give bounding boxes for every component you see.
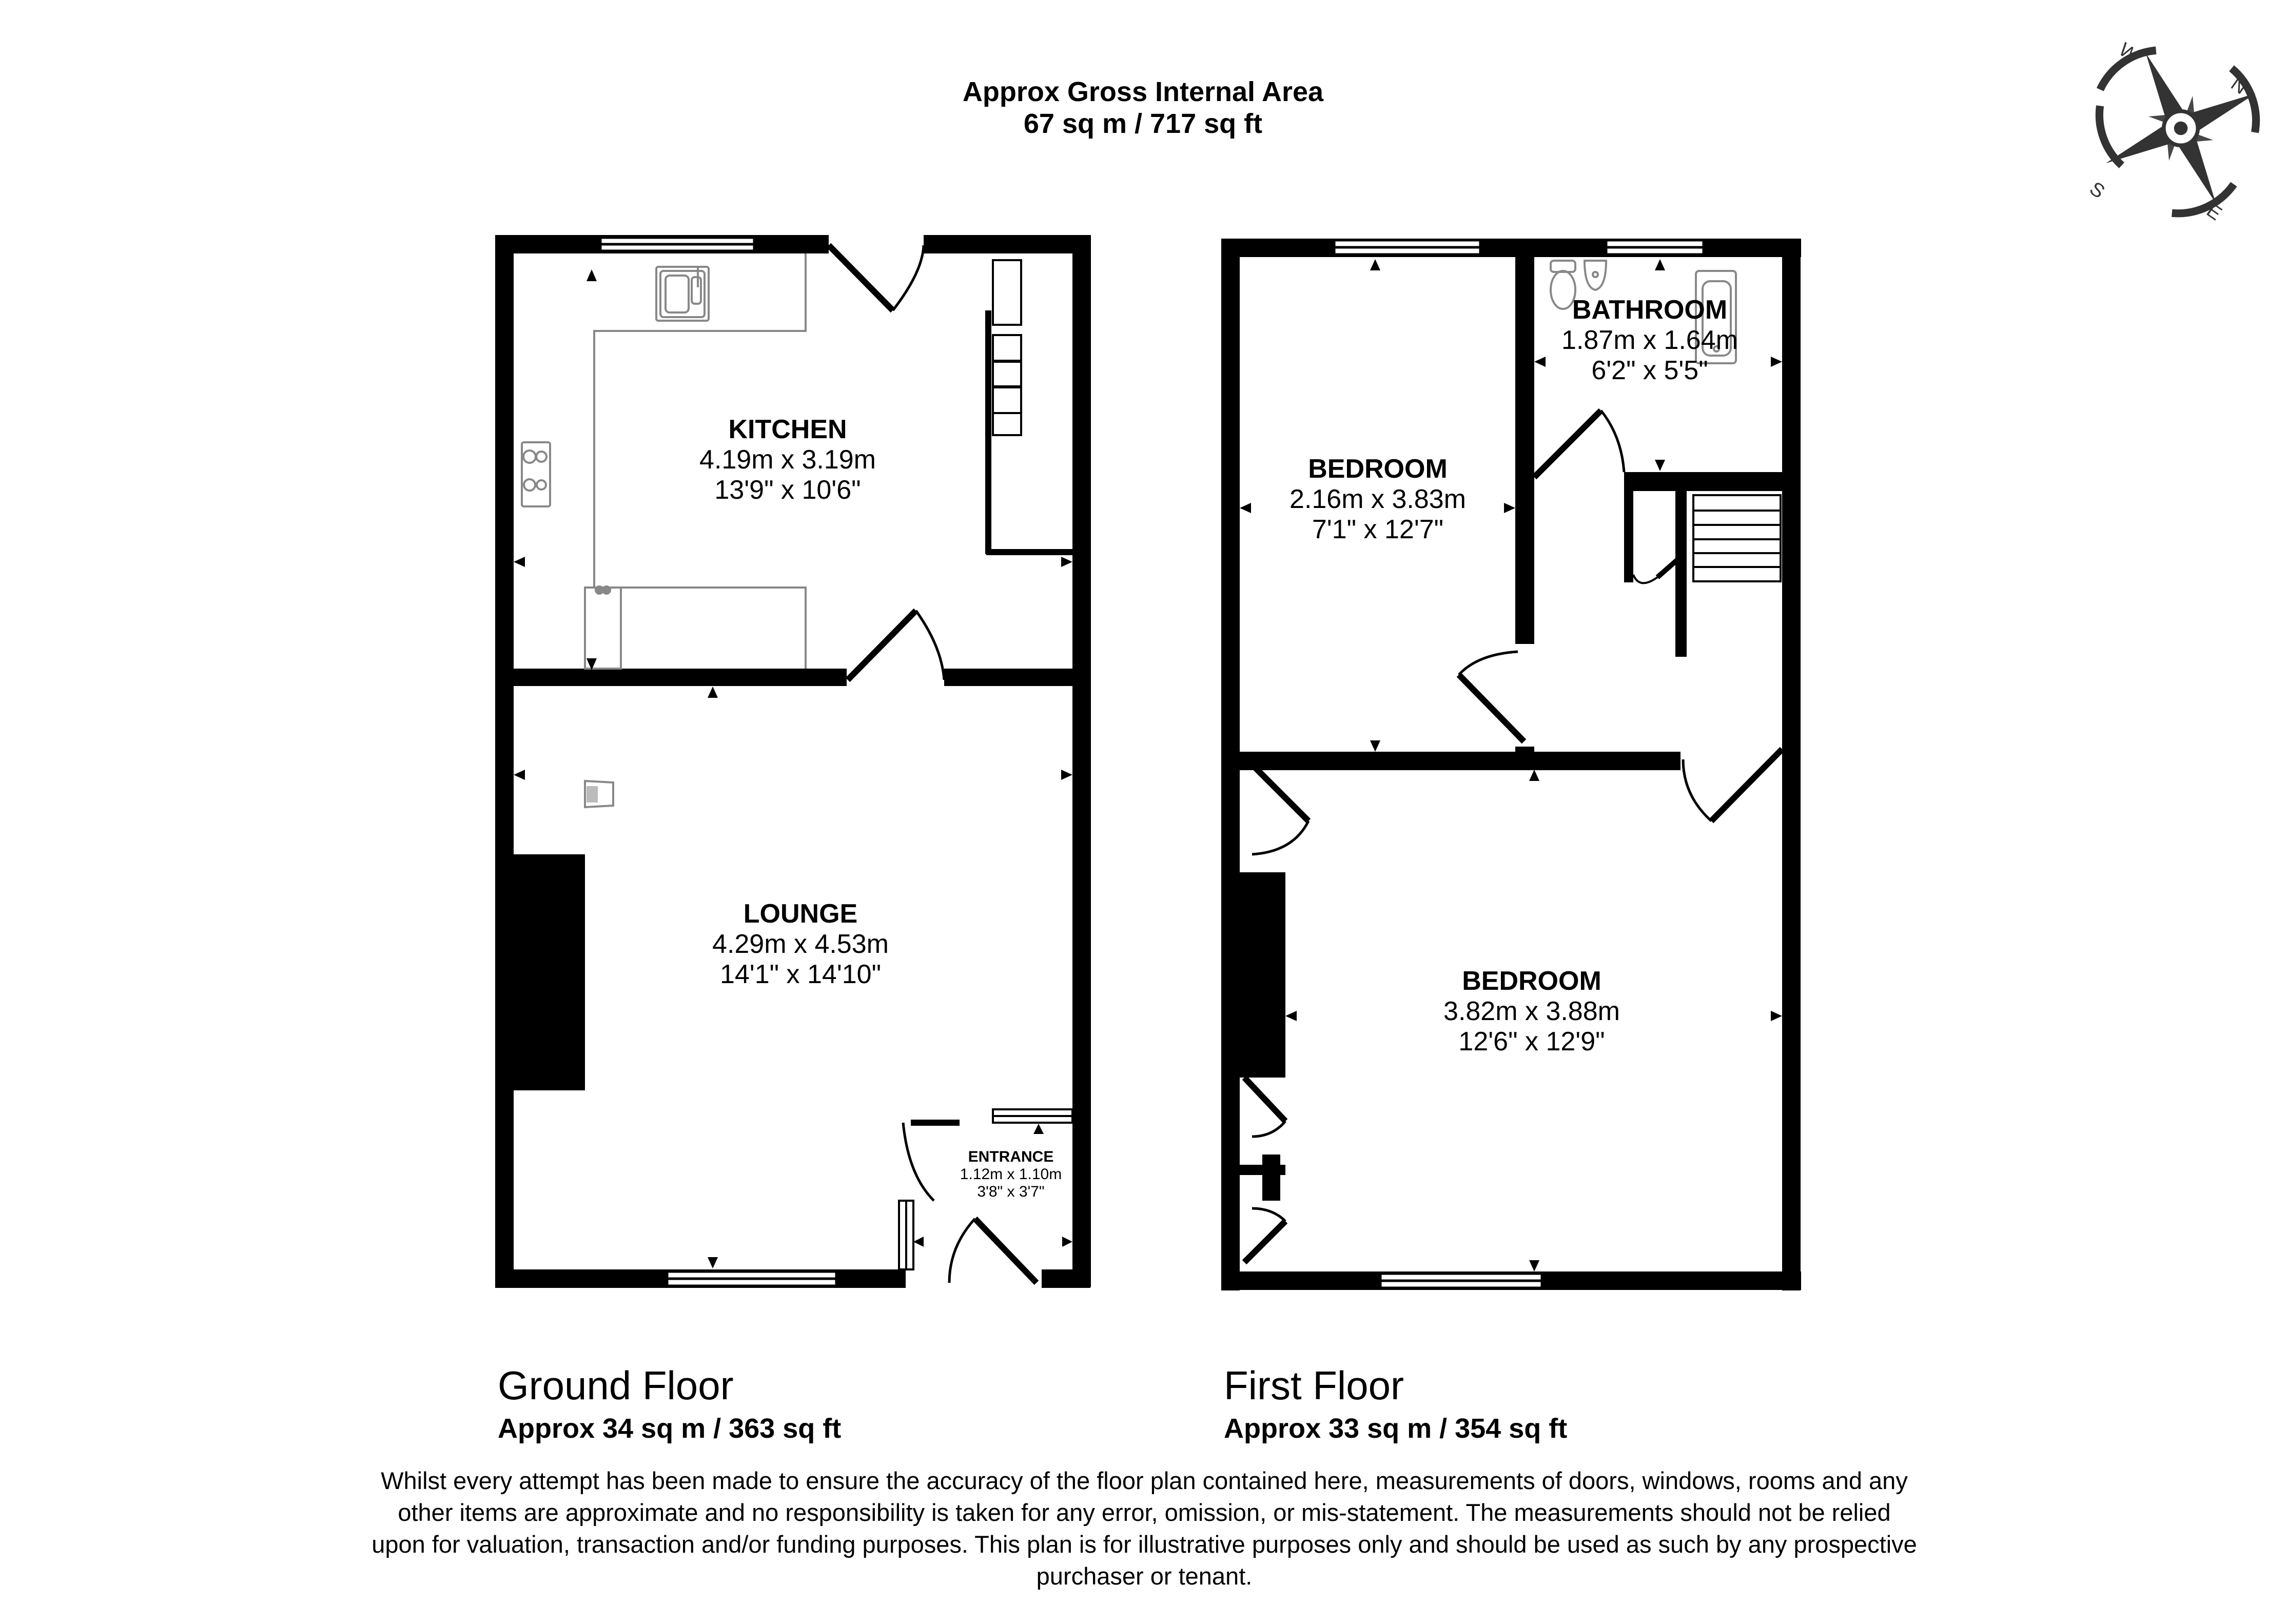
room-name: KITCHEN xyxy=(728,415,847,444)
gross-area-title: Approx Gross Internal Area 67 sq m / 717… xyxy=(0,76,2286,140)
room-metric: 1.87m x 1.64m xyxy=(1561,325,1738,355)
room-label-lounge: LOUNGE 4.29m x 4.53m 14'1" x 14'10" xyxy=(712,899,889,989)
room-name: BATHROOM xyxy=(1572,295,1728,325)
room-metric: 1.12m x 1.10m xyxy=(960,1165,1062,1183)
room-label-bedroom-1: BEDROOM 2.16m x 3.83m 7'1" x 12'7" xyxy=(1289,454,1466,544)
room-metric: 4.29m x 4.53m xyxy=(712,929,889,959)
first-floor-plan xyxy=(1221,239,1801,1290)
kitchen-fixtures xyxy=(521,253,807,809)
disclaimer-text: Whilst every attempt has been made to en… xyxy=(372,1467,1917,1590)
ground-floor-plan xyxy=(495,235,1091,1288)
room-label-kitchen: KITCHEN 4.19m x 3.19m 13'9" x 10'6" xyxy=(699,415,876,505)
floor-area: Approx 33 sq m / 354 sq ft xyxy=(1224,1413,1568,1444)
room-imperial: 3'8" x 3'7" xyxy=(977,1183,1045,1200)
room-name: BEDROOM xyxy=(1462,966,1601,996)
room-name: ENTRANCE xyxy=(968,1148,1054,1165)
first-floor-doors xyxy=(1242,408,1785,1265)
bathroom-fixtures xyxy=(1550,260,1737,364)
gross-area-heading: Approx Gross Internal Area xyxy=(962,76,1324,107)
staircase-icon xyxy=(992,259,1022,436)
first-floor-caption: First Floor Approx 33 sq m / 354 sq ft xyxy=(1224,1362,1567,1444)
staircase-icon xyxy=(1692,494,1782,582)
ground-floor-doors xyxy=(826,243,1039,1285)
room-label-bedroom-2: BEDROOM 3.82m x 3.88m 12'6" x 12'9" xyxy=(1443,966,1620,1056)
appliance-icon xyxy=(584,585,622,670)
first-floor-windows xyxy=(1333,239,1705,1289)
room-imperial: 6'2" x 5'5" xyxy=(1591,355,1708,385)
fireplace-icon xyxy=(584,779,614,809)
room-label-bathroom: BATHROOM 1.87m x 1.64m 6'2" x 5'5" xyxy=(1561,295,1738,385)
room-imperial: 7'1" x 12'7" xyxy=(1312,514,1444,544)
room-metric: 3.82m x 3.88m xyxy=(1443,996,1620,1026)
floor-title: Ground Floor xyxy=(498,1363,734,1408)
ground-floor-caption: Ground Floor Approx 34 sq m / 363 sq ft xyxy=(498,1362,841,1444)
first-floor-dimension-arrows xyxy=(1240,259,1782,1271)
ground-floor-dimension-arrows xyxy=(514,269,1072,1268)
floor-area: Approx 34 sq m / 363 sq ft xyxy=(498,1413,842,1444)
first-floor-walls xyxy=(1221,239,1801,1290)
room-name: LOUNGE xyxy=(743,899,858,929)
sink-icon xyxy=(655,266,710,322)
gross-area-value: 67 sq m / 717 sq ft xyxy=(1023,108,1263,139)
room-metric: 4.19m x 3.19m xyxy=(699,444,876,475)
room-label-entrance: ENTRANCE 1.12m x 1.10m 3'8" x 3'7" xyxy=(960,1148,1062,1201)
washbasin-icon xyxy=(1583,260,1608,291)
room-imperial: 13'9" x 10'6" xyxy=(714,475,861,505)
compass-rose-icon: W N S E xyxy=(2085,39,2260,225)
bathtub-icon xyxy=(1695,270,1737,364)
room-metric: 2.16m x 3.83m xyxy=(1289,484,1466,514)
ground-floor-windows xyxy=(599,236,1073,1287)
room-imperial: 14'1" x 14'10" xyxy=(719,959,882,989)
room-imperial: 12'6" x 12'9" xyxy=(1458,1026,1605,1056)
floor-title: First Floor xyxy=(1224,1363,1404,1408)
toilet-icon xyxy=(1550,260,1576,310)
room-name: BEDROOM xyxy=(1308,454,1448,484)
hob-icon xyxy=(521,441,551,507)
